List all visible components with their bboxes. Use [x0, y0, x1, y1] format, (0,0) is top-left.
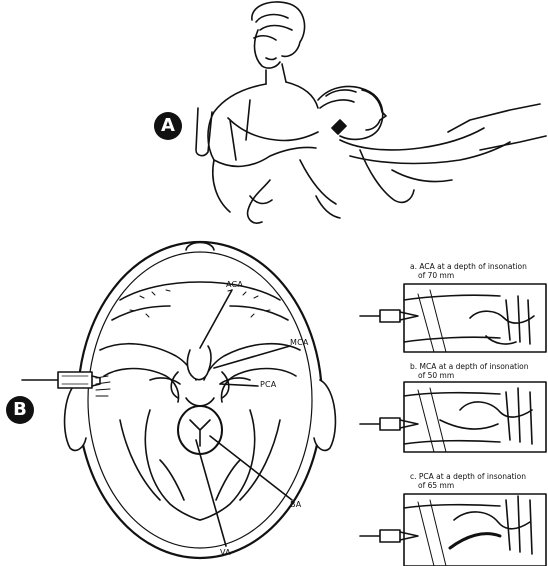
panel-b-badge-text: B — [13, 399, 27, 420]
inset-a-caption-line2: of 70 mm — [410, 271, 548, 280]
inset-c-drawing — [360, 494, 546, 566]
inset-b-caption-line1: b. MCA at a depth of insonation — [410, 362, 548, 371]
technician-figure — [196, 2, 318, 223]
inset-b-caption: b. MCA at a depth of insonation of 50 mm — [410, 362, 548, 380]
patient-figure — [300, 86, 546, 218]
inset-c-caption-line1: c. PCA at a depth of insonation — [410, 472, 548, 481]
panel-b-badge: B — [6, 396, 34, 424]
label-ba: BA — [290, 500, 301, 509]
label-pca: PCA — [260, 380, 276, 389]
skull-axial-drawing — [22, 242, 335, 558]
inset-b-caption-line2: of 50 mm — [410, 371, 548, 380]
panel-a-badge: A — [154, 112, 182, 140]
panel-a-badge-text: A — [161, 115, 175, 136]
inset-a-drawing — [360, 284, 546, 352]
inset-c-caption-line2: of 65 mm — [410, 481, 548, 490]
inset-a-caption-line1: a. ACA at a depth of insonation — [410, 262, 548, 271]
label-mca: MCA — [290, 338, 309, 347]
inset-a-caption: a. ACA at a depth of insonation of 70 mm — [410, 262, 548, 280]
inset-c-caption: c. PCA at a depth of insonation of 65 mm — [410, 472, 548, 490]
label-va: VA — [220, 548, 231, 557]
label-aca: ACA — [226, 280, 243, 289]
inset-b-drawing — [360, 382, 546, 452]
